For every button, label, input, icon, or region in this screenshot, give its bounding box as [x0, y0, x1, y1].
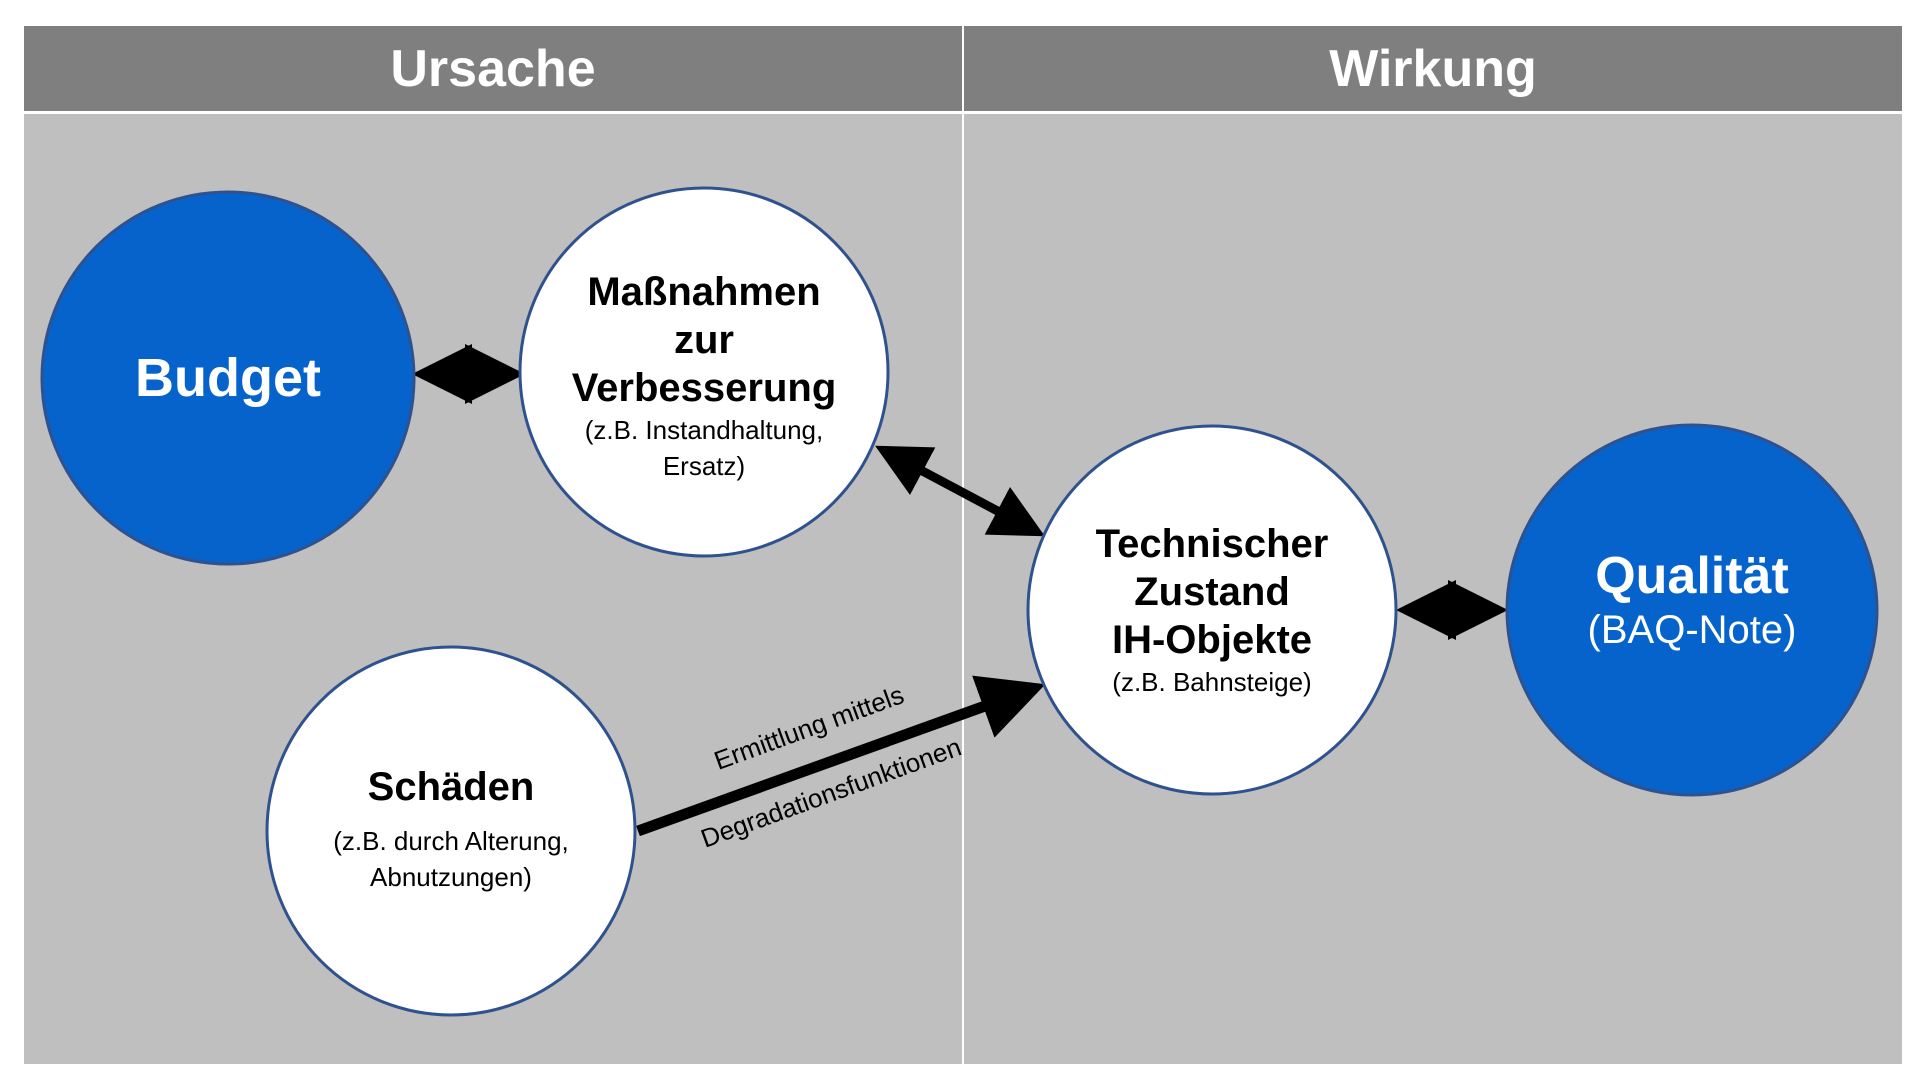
budget-circle	[40, 190, 416, 566]
quality-title: Qualität	[1595, 547, 1789, 605]
measures-title-line: zur	[674, 318, 734, 362]
quality-subtitle: (BAQ-Note)	[1587, 608, 1797, 652]
damages-subtitle-line: (z.B. durch Alterung,	[333, 826, 569, 856]
budget-node: Budget	[58, 318, 398, 438]
measures-node: Maßnahmen zur Verbesserung (z.B. Instand…	[544, 266, 864, 486]
condition-title-line: Technischer	[1095, 522, 1329, 566]
condition-title-line: IH-Objekte	[1111, 618, 1313, 662]
column-header-cause: Ursache	[24, 26, 962, 111]
damages-subtitle-line: Abnutzungen)	[370, 862, 532, 892]
measures-circle	[518, 186, 890, 558]
measures-subtitle-line: Ersatz)	[662, 451, 746, 481]
measures-title-line: Maßnahmen	[587, 270, 821, 314]
budget-title: Budget	[135, 348, 321, 408]
measures-title-line: Verbesserung	[571, 366, 837, 410]
measures-condition-arrow	[875, 445, 1045, 537]
damages-title: Schäden	[367, 765, 535, 809]
damages-node: Schäden (z.B. durch Alterung, Abnutzunge…	[296, 752, 606, 902]
condition-node: Technischer Zustand IH-Objekte (z.B. Bah…	[1052, 515, 1372, 705]
condition-title-line: Zustand	[1134, 570, 1290, 614]
measures-subtitle-line: (z.B. Instandhaltung,	[584, 415, 824, 445]
condition-subtitle: (z.B. Bahnsteige)	[1112, 667, 1312, 697]
condition-circle	[1026, 424, 1398, 796]
damages-condition-arrow	[636, 675, 1046, 837]
damages-circle	[265, 645, 637, 1017]
quality-node: Qualität (BAQ-Note)	[1532, 540, 1852, 660]
column-header-effect: Wirkung	[964, 26, 1902, 111]
quality-circle	[1505, 423, 1879, 797]
